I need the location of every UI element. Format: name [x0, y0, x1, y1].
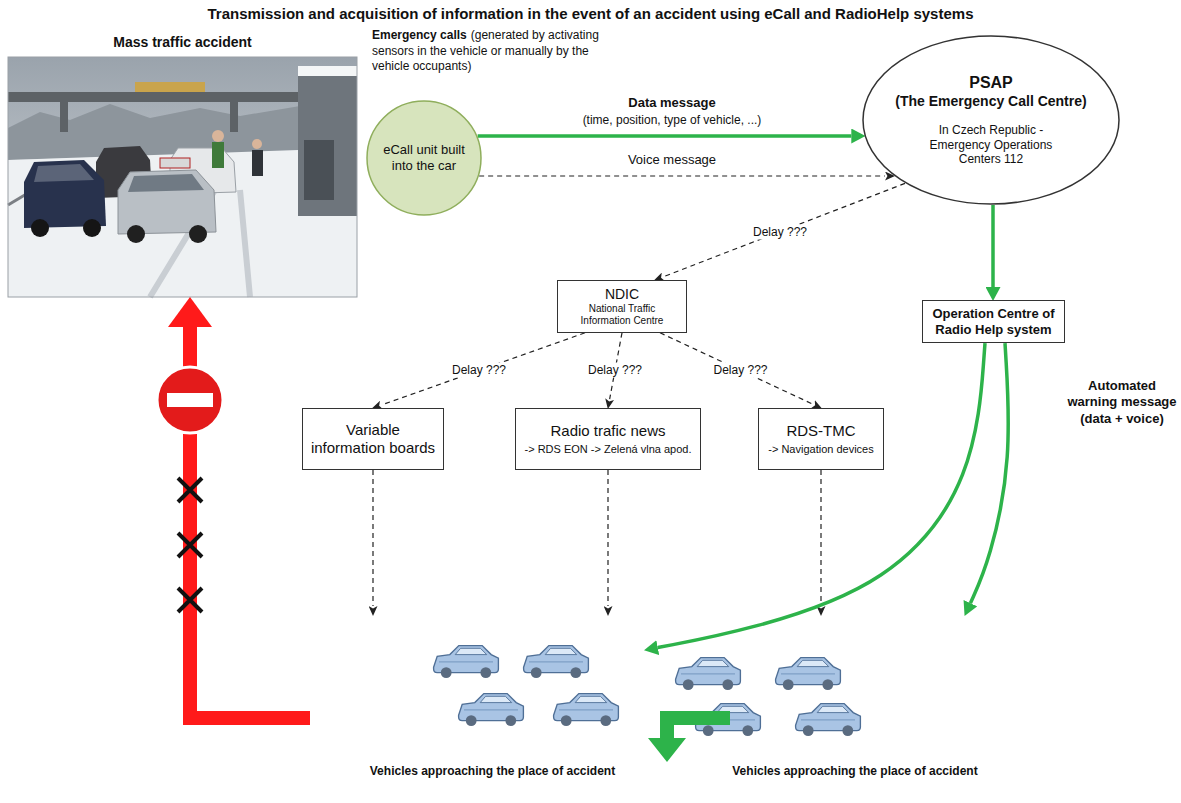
photo-person-head	[252, 139, 262, 149]
node-content: Radio trafic news -> RDS EON -> Zelená vl…	[525, 422, 692, 456]
process-box: Variable information boards	[302, 408, 444, 470]
node-text: (The Emergency Call Centre)	[895, 93, 1086, 110]
edge-label: Delay ???	[585, 363, 645, 378]
data-flow-arrow	[658, 343, 985, 647]
node-text: -> Navigation devices	[768, 443, 873, 456]
photo-bridge-sign	[135, 82, 205, 92]
vehicle-group: Vehicles approaching the place of accide…	[655, 615, 1055, 790]
photo-car	[24, 160, 106, 228]
node-text: -> RDS EON -> Zelená vlna apod.	[525, 443, 692, 456]
delayed-flow-arrow	[479, 175, 885, 176]
edge-label: Delay ???	[710, 363, 770, 378]
photo-car-wheel	[189, 225, 207, 243]
ecall-circle-shape	[367, 101, 481, 215]
photo-person	[212, 142, 224, 168]
note-text: Emergency calls	[372, 28, 467, 42]
node-heading: Variable information boards	[309, 421, 437, 457]
photo-truck-cab	[304, 140, 334, 200]
node-content: Mass traffic accident	[8, 34, 357, 51]
no-entry-sign	[157, 367, 223, 433]
cross-mark	[178, 478, 202, 502]
data-flow-arrow	[478, 134, 852, 138]
photo-bridge	[8, 92, 308, 102]
node-heading: NDIC	[564, 286, 680, 303]
car-icon	[554, 694, 619, 726]
node-heading: PSAP	[895, 73, 1086, 92]
node-content: Vehicles approaching the place of accide…	[655, 764, 1055, 778]
diagram-title: Transmission and acquisition of informat…	[0, 5, 1181, 22]
message-detail: (time, position, type of vehicle, ...)	[583, 113, 762, 127]
photo-frame: Mass traffic accident	[8, 34, 357, 297]
process-box: NDICNational Traffic Information Centre	[557, 280, 687, 333]
delayed-flow-arrow	[607, 470, 608, 606]
node-content: Variable information boards	[309, 421, 437, 457]
car-icon	[434, 646, 499, 678]
cross-mark	[178, 533, 202, 557]
photo-bridge-pillar	[230, 102, 238, 132]
note-text: Emergency calls(generated by activating …	[372, 28, 612, 75]
vehicle-group: Vehicles approaching the place of accide…	[310, 615, 645, 790]
data-flow-arrow	[970, 343, 1008, 603]
edge-label: Delay ???	[750, 224, 810, 239]
edge-label: Data message	[625, 95, 718, 111]
psap-ellipse: PSAP(The Emergency Call Centre) In Czech …	[862, 35, 1120, 205]
process-box: Operation Centre of Radio Help system	[922, 300, 1065, 343]
photo-truck-snow	[298, 66, 357, 76]
edge-label: Delay ???	[449, 363, 509, 378]
photo-car-wheel	[127, 225, 145, 243]
node-content: RDS-TMC -> Navigation devices	[768, 422, 873, 456]
photo-car-window	[34, 164, 94, 182]
cross-mark	[178, 588, 202, 612]
node-heading: Operation Centre of Radio Help system	[929, 306, 1058, 337]
node-heading: RDS-TMC	[768, 422, 873, 440]
car-icon	[459, 694, 524, 726]
photo-truck	[298, 66, 357, 216]
photo-person	[252, 150, 263, 176]
ecall-circle: eCall unit built into the car	[366, 100, 482, 216]
photo-car-wheel	[83, 219, 101, 237]
car-icon	[776, 658, 841, 690]
node-text: National Traffic Information Centre	[564, 303, 680, 327]
node-heading: Vehicles approaching the place of accide…	[340, 764, 645, 778]
node-heading: Radio trafic news	[525, 422, 692, 440]
delayed-flow-arrow	[381, 333, 585, 405]
node-content: Vehicles approaching the place of accide…	[340, 764, 645, 778]
delayed-flow-arrow	[660, 333, 813, 404]
photo-car	[118, 170, 216, 234]
photo-car-window	[128, 174, 204, 192]
node-content: PSAP(The Emergency Call Centre) In Czech …	[895, 73, 1086, 166]
psap-ellipse-shape	[863, 36, 1119, 204]
process-box: RDS-TMC -> Navigation devices	[758, 408, 884, 470]
data-flow-arrow	[991, 205, 995, 287]
node-heading: eCall unit built into the car	[378, 142, 470, 173]
detour-arrow	[648, 711, 730, 762]
edge-label: Automated warning message (data + voice)	[1064, 378, 1180, 427]
node-content: eCall unit built into the car	[378, 142, 470, 173]
edge-label: Voice message	[625, 152, 719, 168]
process-box: Radio trafic news -> RDS EON -> Zelená vl…	[515, 408, 701, 470]
node-heading: Vehicles approaching the place of accide…	[655, 764, 1055, 778]
car-icon	[676, 658, 741, 690]
delayed-flow-arrow	[372, 470, 373, 606]
photo-car-wheel	[31, 219, 49, 237]
psap-ellipse-outline	[862, 35, 1120, 205]
photo-roof-box	[160, 158, 190, 168]
node-heading: Mass traffic accident	[8, 34, 357, 51]
node-content: Operation Centre of Radio Help system	[929, 306, 1058, 337]
photo-border	[8, 57, 357, 297]
no-entry-bar	[167, 393, 213, 407]
photo-person-head	[212, 130, 224, 142]
delayed-flow-arrow	[663, 183, 905, 276]
node-text: In Czech Republic - Emergency Operations…	[916, 123, 1066, 166]
node-content: NDICNational Traffic Information Centre	[564, 286, 680, 327]
car-icon	[524, 646, 589, 678]
car-icon	[796, 704, 861, 736]
photo-sky	[8, 57, 357, 297]
photo-bridge-pillar	[60, 102, 68, 132]
delayed-flow-arrow	[820, 470, 821, 606]
